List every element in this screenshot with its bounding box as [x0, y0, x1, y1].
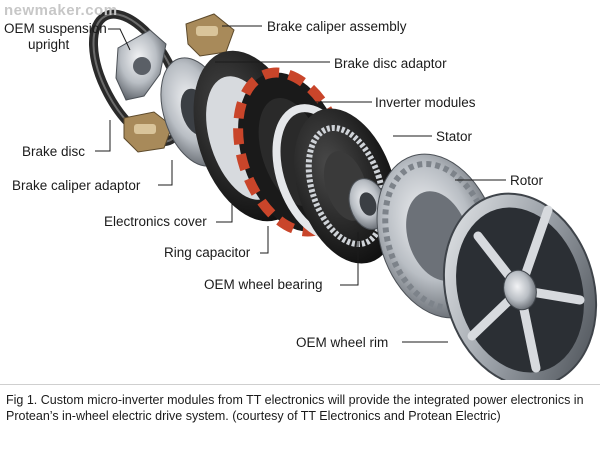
label-oem-suspension-upright-line2: upright	[28, 37, 70, 52]
label-oem-suspension-upright-line1: OEM suspension	[4, 21, 107, 36]
label-brake-caliper-assembly: Brake caliper assembly	[267, 19, 407, 34]
label-brake-caliper-adaptor: Brake caliper adaptor	[12, 178, 141, 193]
brake-disc	[88, 9, 188, 147]
watermark: newmaker.com	[4, 2, 118, 19]
caption-box: Fig 1. Custom micro-inverter modules fro…	[0, 384, 600, 457]
brake-caliper-assembly	[185, 13, 235, 57]
exploded-hub-motor-diagram	[88, 9, 598, 380]
wheel-rim	[442, 192, 598, 380]
label-oem-wheel-rim: OEM wheel rim	[296, 335, 389, 350]
label-oem-wheel-bearing: OEM wheel bearing	[204, 277, 323, 292]
label-electronics-cover: Electronics cover	[104, 214, 207, 229]
label-brake-disc-adaptor: Brake disc adaptor	[334, 56, 447, 71]
suspension-upright	[115, 29, 167, 101]
leader-lines	[95, 25, 506, 343]
label-brake-disc: Brake disc	[22, 144, 86, 159]
label-inverter-modules: Inverter modules	[375, 95, 476, 110]
label-stator: Stator	[436, 129, 473, 144]
figure-caption: Fig 1. Custom micro-inverter modules fro…	[6, 393, 584, 423]
label-rotor: Rotor	[510, 173, 544, 188]
label-ring-capacitor: Ring capacitor	[164, 245, 251, 260]
brake-caliper-adaptor	[123, 111, 173, 153]
